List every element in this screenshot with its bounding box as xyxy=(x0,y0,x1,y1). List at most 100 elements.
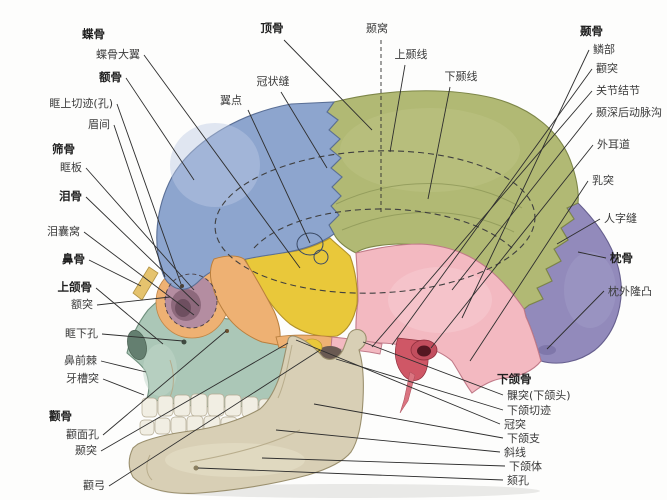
leader-line-condylar-process xyxy=(362,341,504,396)
label-mandibular-notch: 下颌切迹 xyxy=(507,403,551,417)
leader-line-coronal-suture xyxy=(280,91,328,169)
label-temporal-fossa: 颞窝 xyxy=(366,21,388,35)
orbit-fissure xyxy=(175,299,191,317)
leader-line-supraorbital-notch xyxy=(116,103,182,285)
label-glabella: 眉间 xyxy=(88,118,110,131)
label-oblique-line: 斜线 xyxy=(504,445,526,459)
leader-line-articular-tubercle xyxy=(371,90,593,348)
inferior-temporal-line-dashed xyxy=(253,208,513,249)
label-temporal-process: 颞突 xyxy=(75,443,97,457)
leader-line-occipital-bone xyxy=(577,251,607,259)
label-orbital-plate: 眶板 xyxy=(60,160,82,174)
label-mandibular-body: 下颌体 xyxy=(509,459,542,473)
supraorbital-notch-dot xyxy=(180,284,184,288)
leader-line-pterion xyxy=(247,109,311,244)
leader-line-glabella xyxy=(113,124,166,278)
ramus-ridge xyxy=(277,344,293,399)
leader-line-anterior-nasal-spine xyxy=(100,360,147,373)
label-coronal-suture: 冠状缝 xyxy=(257,74,290,88)
leader-line-infraorbital-foramen xyxy=(101,333,184,342)
leader-line-coronoid-process xyxy=(295,339,501,425)
tooth xyxy=(157,395,174,417)
inferior-temporal-line-arc xyxy=(341,211,515,233)
parietal-highlight xyxy=(340,108,520,192)
label-superior-temporal-line: 上颞线 xyxy=(395,47,428,61)
label-deep-temporal-artery-groove: 颞深后动脉沟 xyxy=(596,105,662,119)
tooth xyxy=(207,393,225,417)
leader-line-deep-temporal-artery-groove xyxy=(451,112,593,291)
chin-curve xyxy=(146,454,153,481)
label-parietal-bone: 顶骨 xyxy=(261,21,284,35)
label-supraorbital-notch: 眶上切迹(孔) xyxy=(49,97,113,110)
tooth xyxy=(141,397,158,418)
leader-line-superior-temporal-line xyxy=(389,64,406,153)
leader-line-oblique-line xyxy=(275,429,501,453)
orbit-margin-dashed xyxy=(164,273,218,329)
occipital-highlight xyxy=(564,252,616,328)
label-mastoid-process: 乳突 xyxy=(592,173,614,187)
oblique-line-ridge xyxy=(189,429,301,463)
leader-line-frontal-bone xyxy=(125,77,195,181)
leader-line-greater-wing-sphenoid xyxy=(143,54,301,269)
ground-shadow xyxy=(160,484,540,498)
tooth xyxy=(154,417,171,435)
label-occipital-bone: 枕骨 xyxy=(610,251,633,265)
label-zygomatic-process: 颧突 xyxy=(596,61,618,75)
leader-line-mental-foramen xyxy=(197,467,504,481)
leader-line-mastoid-process xyxy=(469,180,589,362)
label-greater-wing-sphenoid: 蝶骨大翼 xyxy=(96,47,140,61)
label-zygomaticofacial-foramen: 颧面孔 xyxy=(66,428,99,441)
leader-line-squamous-part xyxy=(461,49,590,319)
label-lacrimal-bone: 泪骨 xyxy=(59,189,82,203)
leader-line-lambdoid-suture xyxy=(556,218,601,245)
leader-line-temporal-process xyxy=(100,342,289,452)
maxilla-highlight xyxy=(143,344,177,396)
leader-line-lacrimal-bone xyxy=(85,196,200,307)
label-lambdoid-suture: 人字缝 xyxy=(604,211,637,225)
label-squamous-part: 鳞部 xyxy=(593,42,615,56)
leader-line-lacrimal-fossa xyxy=(83,231,195,316)
temporal-fossa-outline xyxy=(214,150,536,294)
label-articular-tubercle: 关节结节 xyxy=(596,83,640,97)
canine-ridge xyxy=(169,359,174,398)
label-nasal-bone: 鼻骨 xyxy=(62,252,85,266)
label-mental-foramen: 颏孔 xyxy=(507,473,529,487)
infraorbital-foramen-dot xyxy=(181,339,187,345)
leader-line-maxilla xyxy=(95,287,164,345)
external-acoustic-meatus-opening xyxy=(417,345,431,357)
label-condylar-process: 髁突(下颌头) xyxy=(507,388,571,402)
label-infraorbital-foramen: 眶下孔 xyxy=(65,327,98,340)
label-anterior-nasal-spine: 鼻前棘 xyxy=(64,353,97,367)
label-zygomatic-arch: 颧弓 xyxy=(83,479,105,492)
leader-line-mandibular-ramus xyxy=(313,403,504,439)
temporal-highlight xyxy=(388,267,492,333)
label-pterion: 翼点 xyxy=(220,94,242,107)
label-external-occipital-protuberance: 枕外隆凸 xyxy=(608,284,652,298)
label-temporal-bone: 颞骨 xyxy=(579,24,603,38)
leader-line-external-acoustic-meatus xyxy=(430,144,594,349)
label-ethmoid: 筛骨 xyxy=(52,142,75,156)
label-lacrimal-fossa: 泪囊窝 xyxy=(47,224,80,238)
pterion-circle-small xyxy=(313,249,329,265)
leader-line-inferior-temporal-line xyxy=(427,86,451,200)
leader-line-zygomatic-arch xyxy=(108,349,321,487)
leader-line-mandibular-body xyxy=(261,457,506,467)
label-alveolar-process: 牙槽突 xyxy=(66,371,99,385)
label-frontal-process: 额突 xyxy=(71,297,93,311)
label-inferior-temporal-line: 下颞线 xyxy=(445,69,478,83)
label-zygomatic-bone: 颧骨 xyxy=(49,409,72,423)
mandible-highlight xyxy=(165,443,305,477)
label-frontal-bone: 额骨 xyxy=(99,70,122,84)
label-external-acoustic-meatus: 外耳道 xyxy=(597,137,630,151)
leader-line-zygomaticofacial-foramen xyxy=(102,330,227,436)
leader-line-orbital-plate xyxy=(85,167,195,291)
leader-line-parietal-bone xyxy=(283,39,373,131)
leader-line-frontal-process xyxy=(96,296,171,306)
tooth xyxy=(139,419,155,436)
frontal-highlight xyxy=(170,123,260,207)
labels-layer: 蝶骨蝶骨大翼额骨眶上切迹(孔)眉间筛骨眶板泪骨泪囊窝鼻骨上颌骨额突眶下孔鼻前棘牙… xyxy=(47,21,662,492)
tooth xyxy=(173,394,191,417)
zygomaticofacial-foramen-dot xyxy=(225,329,229,333)
